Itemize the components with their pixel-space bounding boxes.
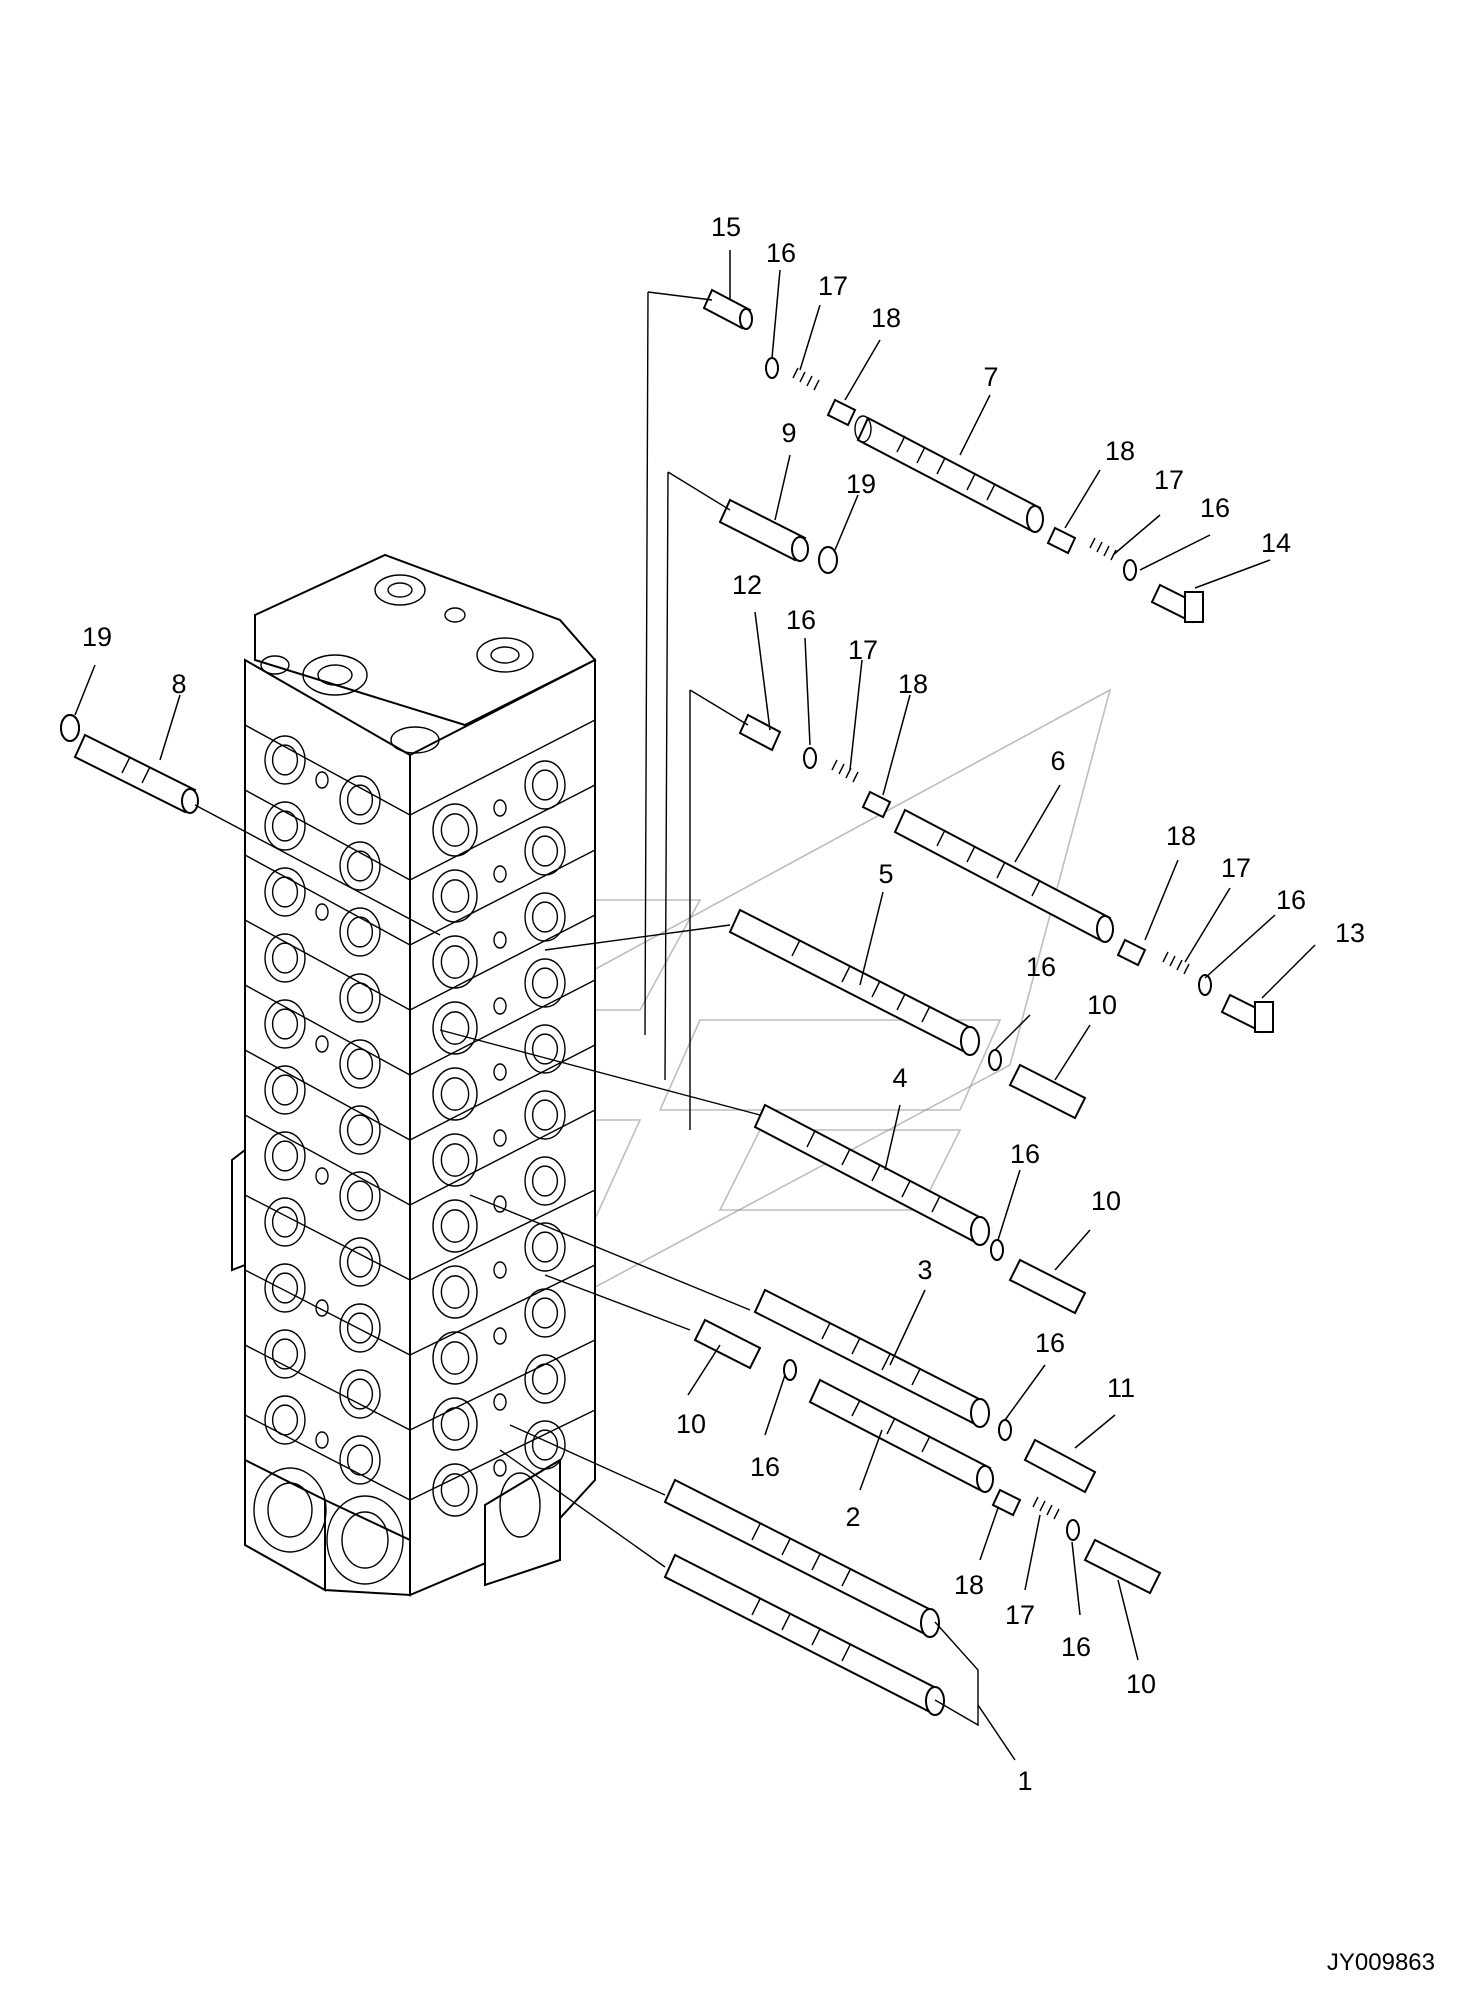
- label-17: 17: [1005, 1600, 1035, 1630]
- label-19: 19: [846, 469, 876, 499]
- leader-lines: [74, 250, 1316, 1761]
- label-10: 10: [1091, 1186, 1121, 1216]
- label-10: 10: [1126, 1669, 1156, 1699]
- label-7: 7: [983, 362, 998, 392]
- label-18: 18: [1166, 821, 1196, 851]
- label-18: 18: [1105, 436, 1135, 466]
- label-4: 4: [892, 1063, 907, 1093]
- label-16: 16: [750, 1452, 780, 1482]
- end-parts-6: [1116, 938, 1274, 1034]
- plug-12: [738, 713, 892, 819]
- label-19: 19: [82, 622, 112, 652]
- label-3: 3: [917, 1255, 932, 1285]
- label-2: 2: [845, 1502, 860, 1532]
- label-1: 1: [1017, 1766, 1032, 1796]
- label-16: 16: [1010, 1139, 1040, 1169]
- label-18: 18: [954, 1570, 984, 1600]
- drawing-reference-number: JY009863: [1327, 1949, 1435, 1976]
- spool-5: [728, 908, 980, 1056]
- control-valve-body: [231, 553, 597, 1597]
- callout-labels: 15 16 17 18 7 9 19 18 17 16 14 19 8 12 1…: [82, 212, 1365, 1796]
- label-15: 15: [711, 212, 741, 242]
- spool-4: [753, 1103, 990, 1246]
- label-16: 16: [786, 605, 816, 635]
- label-14: 14: [1261, 528, 1291, 558]
- spool-7: [854, 415, 1044, 533]
- label-18: 18: [871, 303, 901, 333]
- plug-15: [702, 288, 857, 427]
- label-11: 11: [1107, 1373, 1135, 1403]
- label-10: 10: [676, 1409, 706, 1439]
- spool-1: [663, 1478, 945, 1716]
- label-16: 16: [1200, 493, 1230, 523]
- label-6: 6: [1050, 746, 1065, 776]
- label-17: 17: [848, 635, 878, 665]
- reference-lines: [194, 291, 979, 1727]
- label-17: 17: [1221, 853, 1251, 883]
- label-9: 9: [781, 418, 796, 448]
- label-16: 16: [1026, 952, 1056, 982]
- label-8: 8: [171, 669, 186, 699]
- o-ring-19-left: [60, 714, 80, 742]
- label-18: 18: [898, 669, 928, 699]
- spool-3: [753, 1288, 990, 1428]
- end-parts-7: [1046, 526, 1204, 624]
- spool-2: [808, 1378, 994, 1493]
- label-16: 16: [766, 238, 796, 268]
- label-17: 17: [818, 271, 848, 301]
- label-16: 16: [1035, 1328, 1065, 1358]
- piston-9: [718, 498, 838, 574]
- label-12: 12: [732, 570, 762, 600]
- label-10: 10: [1087, 990, 1117, 1020]
- label-13: 13: [1335, 918, 1365, 948]
- label-5: 5: [878, 859, 893, 889]
- label-16: 16: [1061, 1632, 1091, 1662]
- label-16: 16: [1276, 885, 1306, 915]
- spool-6: [893, 808, 1114, 943]
- caps-10-11: [693, 1049, 1162, 1595]
- spool-8: [60, 714, 199, 814]
- label-17: 17: [1154, 465, 1184, 495]
